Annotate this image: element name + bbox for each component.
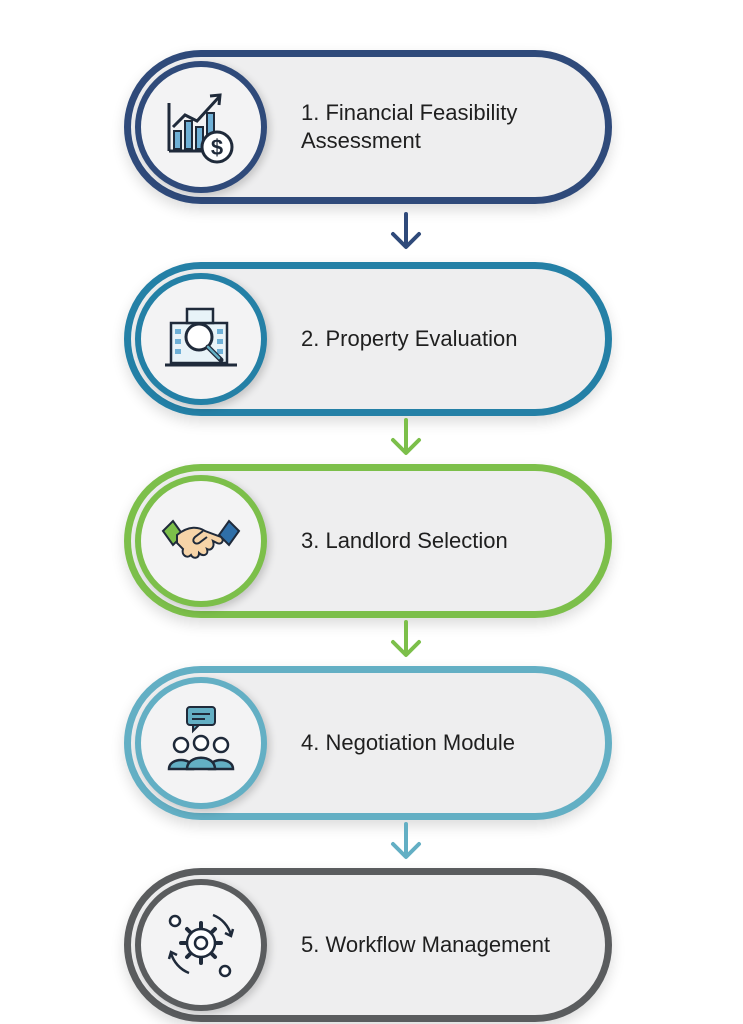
step-icon-circle: $ [135, 61, 267, 193]
step-label: 2. Property Evaluation [301, 326, 518, 351]
arrow-down-icon [391, 620, 421, 657]
step-icon-circle [135, 879, 267, 1011]
step-workflow-management: 5. Workflow Management [124, 868, 612, 1022]
step-icon-circle [135, 475, 267, 607]
step-label: 3. Landlord Selection [301, 528, 508, 553]
arrow-down-icon [391, 822, 421, 859]
step-label: 1. Financial Feasibility Assessment [301, 100, 518, 153]
step-negotiation-module: 4. Negotiation Module [124, 666, 612, 820]
financial-chart-dollar-icon: $ [167, 93, 234, 164]
step-financial-feasibility: $ 1. Financial Feasibility Assessment [124, 50, 612, 204]
handshake-icon [161, 519, 241, 559]
svg-text:$: $ [211, 135, 223, 160]
step-landlord-selection: 3. Landlord Selection [124, 464, 612, 618]
gears-cycle-icon [167, 913, 235, 978]
step-icon-circle [135, 273, 267, 405]
step-label: 4. Negotiation Module [301, 730, 516, 755]
arrow-down-icon [391, 418, 421, 455]
step-property-evaluation: 2. Property Evaluation [124, 262, 612, 416]
step-icon-circle [135, 677, 267, 809]
building-magnifier-icon [165, 307, 237, 367]
team-chat-icon [167, 706, 235, 771]
arrow-down-icon [391, 212, 421, 249]
step-label: 5. Workflow Management [301, 932, 551, 957]
